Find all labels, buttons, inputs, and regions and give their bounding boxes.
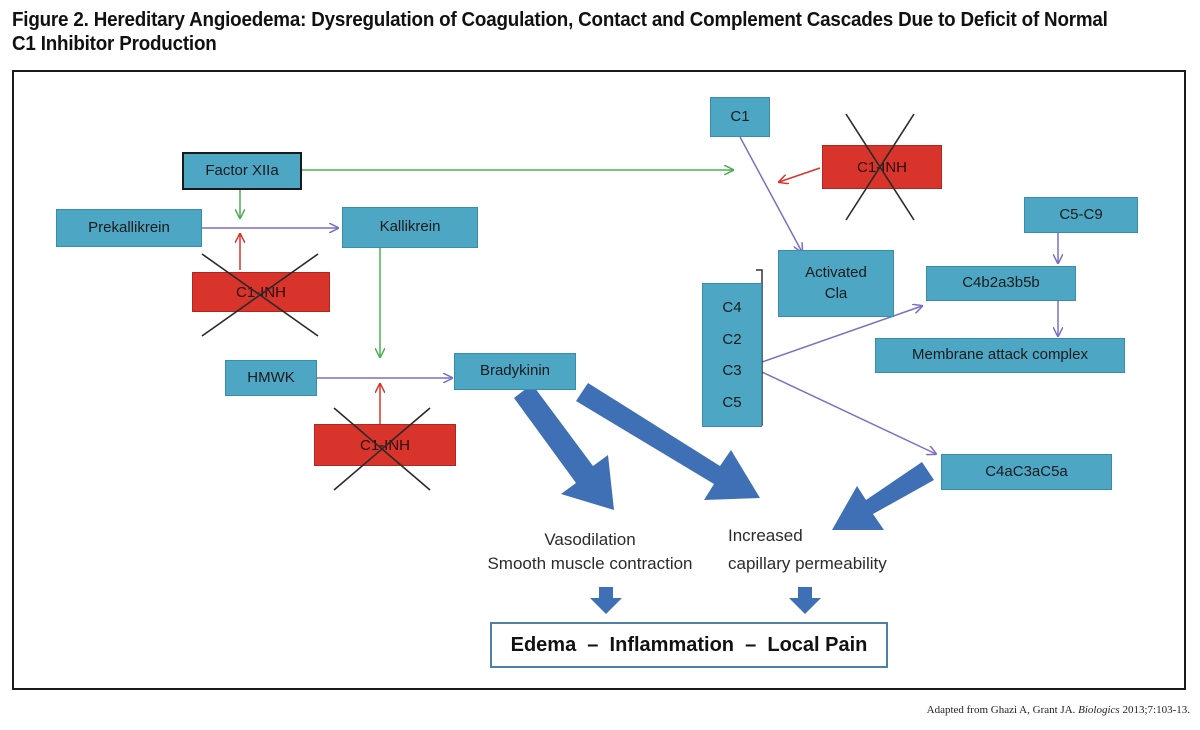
arrow-cstack-to-c4b2a3b5b bbox=[761, 306, 922, 363]
figure-title: Figure 2. Hereditary Angioedema: Dysregu… bbox=[12, 9, 1108, 55]
thick-arrow-bradykinin-to-permeability bbox=[576, 383, 760, 500]
inhibitor-label: C1-INH bbox=[856, 158, 907, 176]
c-stack-c5: C5 bbox=[722, 394, 742, 412]
cross-out-icon bbox=[333, 407, 431, 491]
thick-arrow-c4ac3ac5a-to-permeability bbox=[832, 462, 934, 530]
node-factor-xiia: Factor XIIa bbox=[182, 152, 302, 190]
node-membrane-attack-complex: Membrane attack complex bbox=[875, 338, 1125, 373]
effect-capillary-line: capillary permeability bbox=[728, 554, 887, 573]
activated-cla-line1: Activated bbox=[805, 264, 867, 282]
node-c4b2a3b5b: C4b2a3b5b bbox=[926, 266, 1076, 301]
effect-increased-line: Increased bbox=[728, 526, 803, 545]
node-c5-c9: C5-C9 bbox=[1024, 197, 1138, 233]
cross-out-icon bbox=[845, 113, 915, 221]
cross-out-icon bbox=[201, 253, 319, 337]
node-activated-cla: Activated Cla bbox=[778, 250, 894, 317]
arrow-c1-to-activated-cla bbox=[739, 136, 802, 252]
credit-prefix: Adapted from Ghazi A, Grant JA. bbox=[926, 704, 1079, 716]
credit-journal: Biologics bbox=[1078, 704, 1120, 716]
thick-arrow-bradykinin-to-vasodilation bbox=[514, 384, 614, 510]
effect-vasodilation-line: Vasodilation bbox=[544, 530, 636, 549]
node-c4ac3ac5a: C4aC3aC5a bbox=[941, 454, 1112, 490]
inhibitor-c1-inh-top-right: C1-INH bbox=[822, 145, 942, 189]
node-hmwk: HMWK bbox=[225, 360, 317, 396]
thick-arrow-vasodilation-to-outcome bbox=[590, 587, 622, 614]
c-stack-c3: C3 bbox=[722, 362, 742, 380]
effect-vasodilation: Vasodilation Smooth muscle contraction bbox=[460, 528, 720, 576]
effect-capillary-permeability: Increased capillary permeability bbox=[728, 524, 928, 576]
node-bradykinin: Bradykinin bbox=[454, 353, 576, 390]
thick-arrow-permeability-to-outcome bbox=[789, 587, 821, 614]
source-credit: Adapted from Ghazi A, Grant JA. Biologic… bbox=[927, 704, 1190, 716]
node-kallikrein: Kallikrein bbox=[342, 207, 478, 248]
activated-cla-line2: Cla bbox=[824, 284, 848, 302]
node-c1: C1 bbox=[710, 97, 770, 137]
effect-smooth-muscle-line: Smooth muscle contraction bbox=[487, 554, 693, 573]
c-stack-c2: C2 bbox=[722, 330, 742, 348]
node-c-stack: C4 C2 C3 C5 bbox=[702, 283, 762, 427]
outcome-box: Edema – Inflammation – Local Pain bbox=[490, 622, 888, 668]
credit-suffix: 2013;7:103-13. bbox=[1119, 704, 1190, 716]
inhibitor-c1-inh-bottom: C1-INH bbox=[314, 424, 456, 466]
arrow-inhibitor-top-right bbox=[779, 167, 821, 182]
c-stack-c4: C4 bbox=[722, 298, 742, 316]
arrow-cstack-to-c4ac3ac5a bbox=[761, 371, 936, 454]
node-prekallikrein: Prekallikrein bbox=[56, 209, 202, 247]
inhibitor-c1-inh-left: C1-INH bbox=[192, 272, 330, 312]
